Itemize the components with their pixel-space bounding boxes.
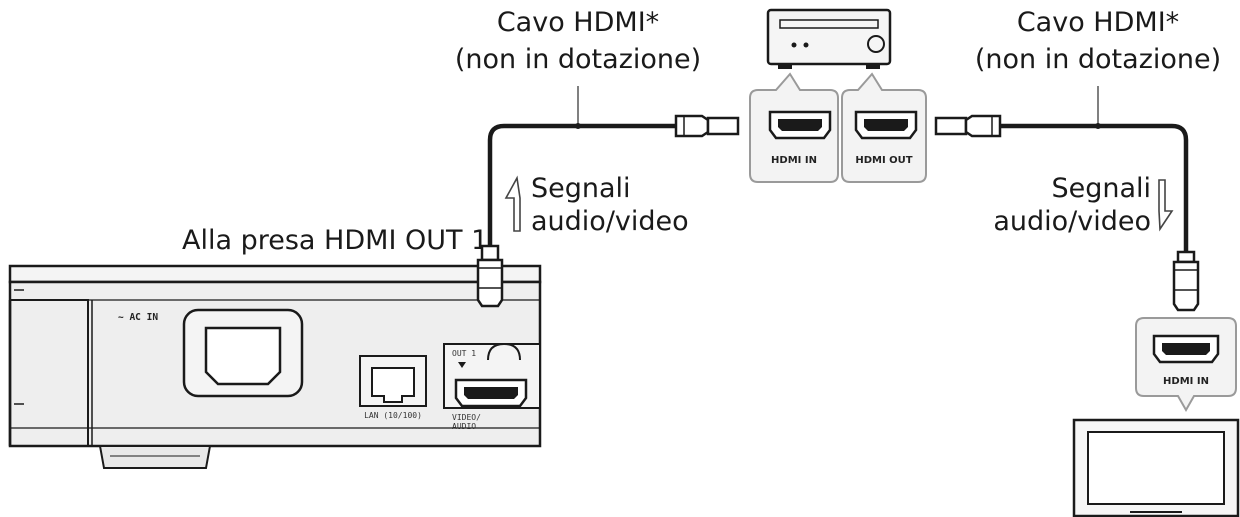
player-hdmi-out1-port [454,378,528,408]
hdmi-plug-receiver-right [934,114,1002,138]
cable-right-note: (non in dotazione) [975,44,1221,75]
tv-set [1072,418,1240,517]
receiver-hdmi-out-label: HDMI OUT [855,155,912,166]
signal-left-label-2: audio/video [531,206,689,237]
hdmi-plug-tv [1172,250,1200,312]
ac-in-socket [182,308,304,398]
lan-label: LAN (10/100) [364,411,422,420]
tv-hdmi-in-label: HDMI IN [1163,376,1209,387]
lan-port [359,355,427,407]
ac-in-label: ~ AC IN [118,312,158,323]
video-audio-label-1: VIDEO/ [452,413,481,422]
signal-right-label-1: Segnali [1051,173,1151,204]
cable-receiver-to-tv [1000,86,1189,254]
cable-left-note: (non in dotazione) [455,44,701,75]
av-receiver [766,8,892,69]
receiver-hdmi-in-panel: HDMI IN [749,72,839,183]
player-jack-label: Alla presa HDMI OUT 1 [182,225,488,256]
cable-player-to-receiver [487,86,676,248]
hdmi-plug-receiver-left [674,114,740,138]
tv-hdmi-in-panel: HDMI IN [1135,317,1237,413]
receiver-hdmi-out-panel: HDMI OUT [841,72,927,183]
video-audio-label-2: AUDIO [452,422,476,431]
signal-left-label-1: Segnali [531,173,631,204]
signal-right-label-2: audio/video [993,206,1151,237]
out1-label: OUT 1 [452,349,476,358]
hdmi-plug-player [476,244,504,308]
signal-up-arrow [504,175,521,232]
signal-down-arrow [1158,179,1174,232]
receiver-hdmi-in-label: HDMI IN [771,155,817,166]
cable-right-title: Cavo HDMI* [1017,7,1179,38]
cable-left-title: Cavo HDMI* [497,7,659,38]
